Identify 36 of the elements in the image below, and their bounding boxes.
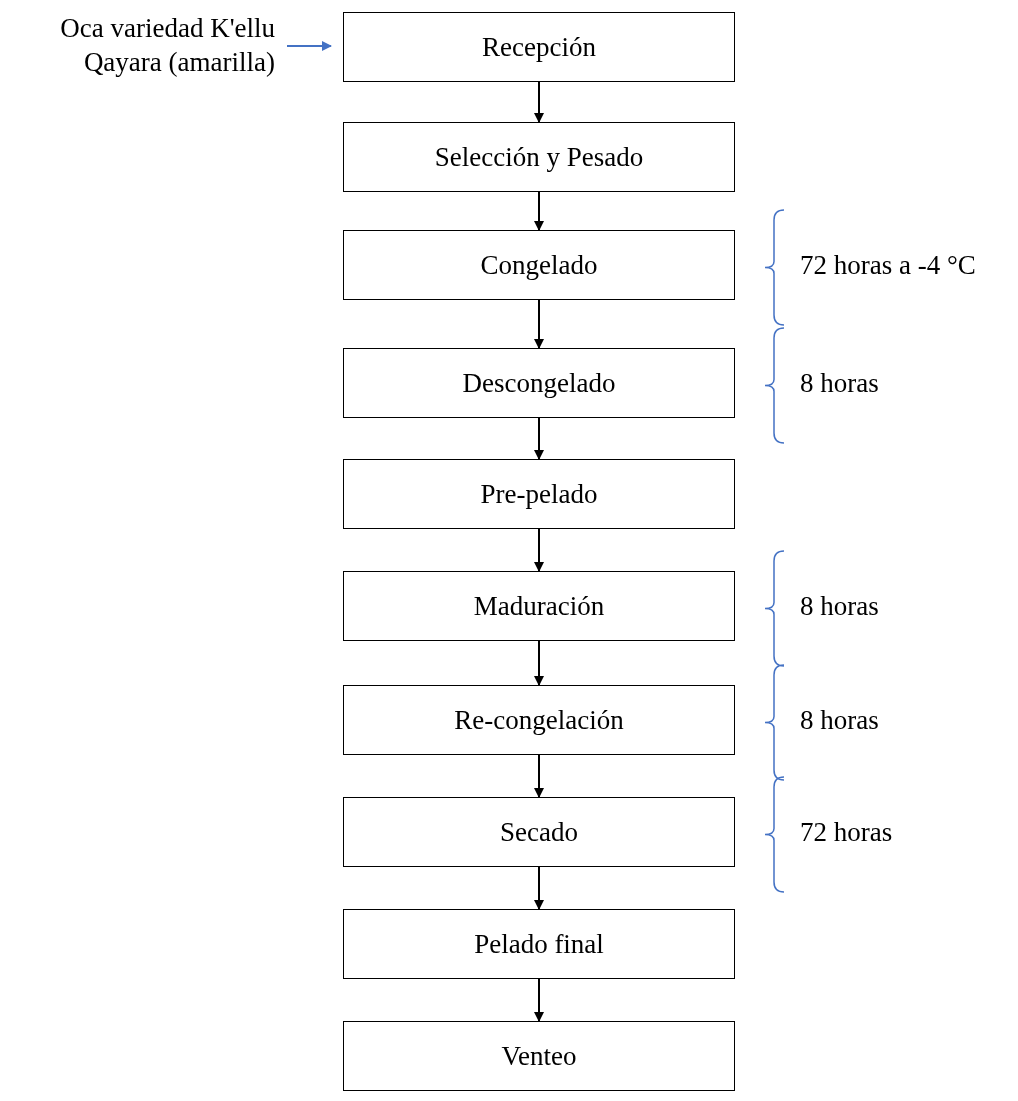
arrow — [534, 978, 544, 1022]
process-box — [343, 1021, 735, 1091]
step-label: Venteo — [501, 1040, 577, 1072]
arrow — [534, 640, 544, 686]
step-label: Congelado — [480, 249, 598, 281]
arrow — [534, 81, 544, 123]
step-label: Selección y Pesado — [434, 141, 644, 173]
duration-label: 72 horas — [800, 816, 893, 848]
process-box — [343, 909, 735, 979]
process-box — [343, 12, 735, 82]
arrow — [534, 191, 544, 231]
step-label: Re-congelación — [454, 704, 624, 736]
process-box — [343, 230, 735, 300]
input-label: Oca variedad K'ellu Qayara (amarilla) — [0, 8, 275, 84]
duration-label: 8 horas — [800, 590, 879, 622]
arrow — [534, 528, 544, 572]
duration-label: 8 horas — [800, 704, 879, 736]
process-box — [343, 797, 735, 867]
arrow — [534, 299, 544, 349]
process-box — [343, 459, 735, 529]
arrow — [534, 866, 544, 910]
step-label: Pelado final — [474, 928, 604, 960]
duration-label: 72 horas a -4 °C — [800, 249, 976, 281]
arrow — [534, 417, 544, 460]
process-box — [343, 571, 735, 641]
step-label: Pre-pelado — [480, 478, 598, 510]
step-label: Descongelado — [462, 367, 616, 399]
step-label: Secado — [500, 816, 578, 848]
process-box — [343, 122, 735, 192]
process-box — [343, 348, 735, 418]
arrow — [286, 41, 332, 51]
duration-label: 8 horas — [800, 367, 879, 399]
step-label: Recepción — [482, 31, 596, 63]
arrow — [534, 754, 544, 798]
process-box — [343, 685, 735, 755]
step-label: Maduración — [473, 590, 605, 622]
